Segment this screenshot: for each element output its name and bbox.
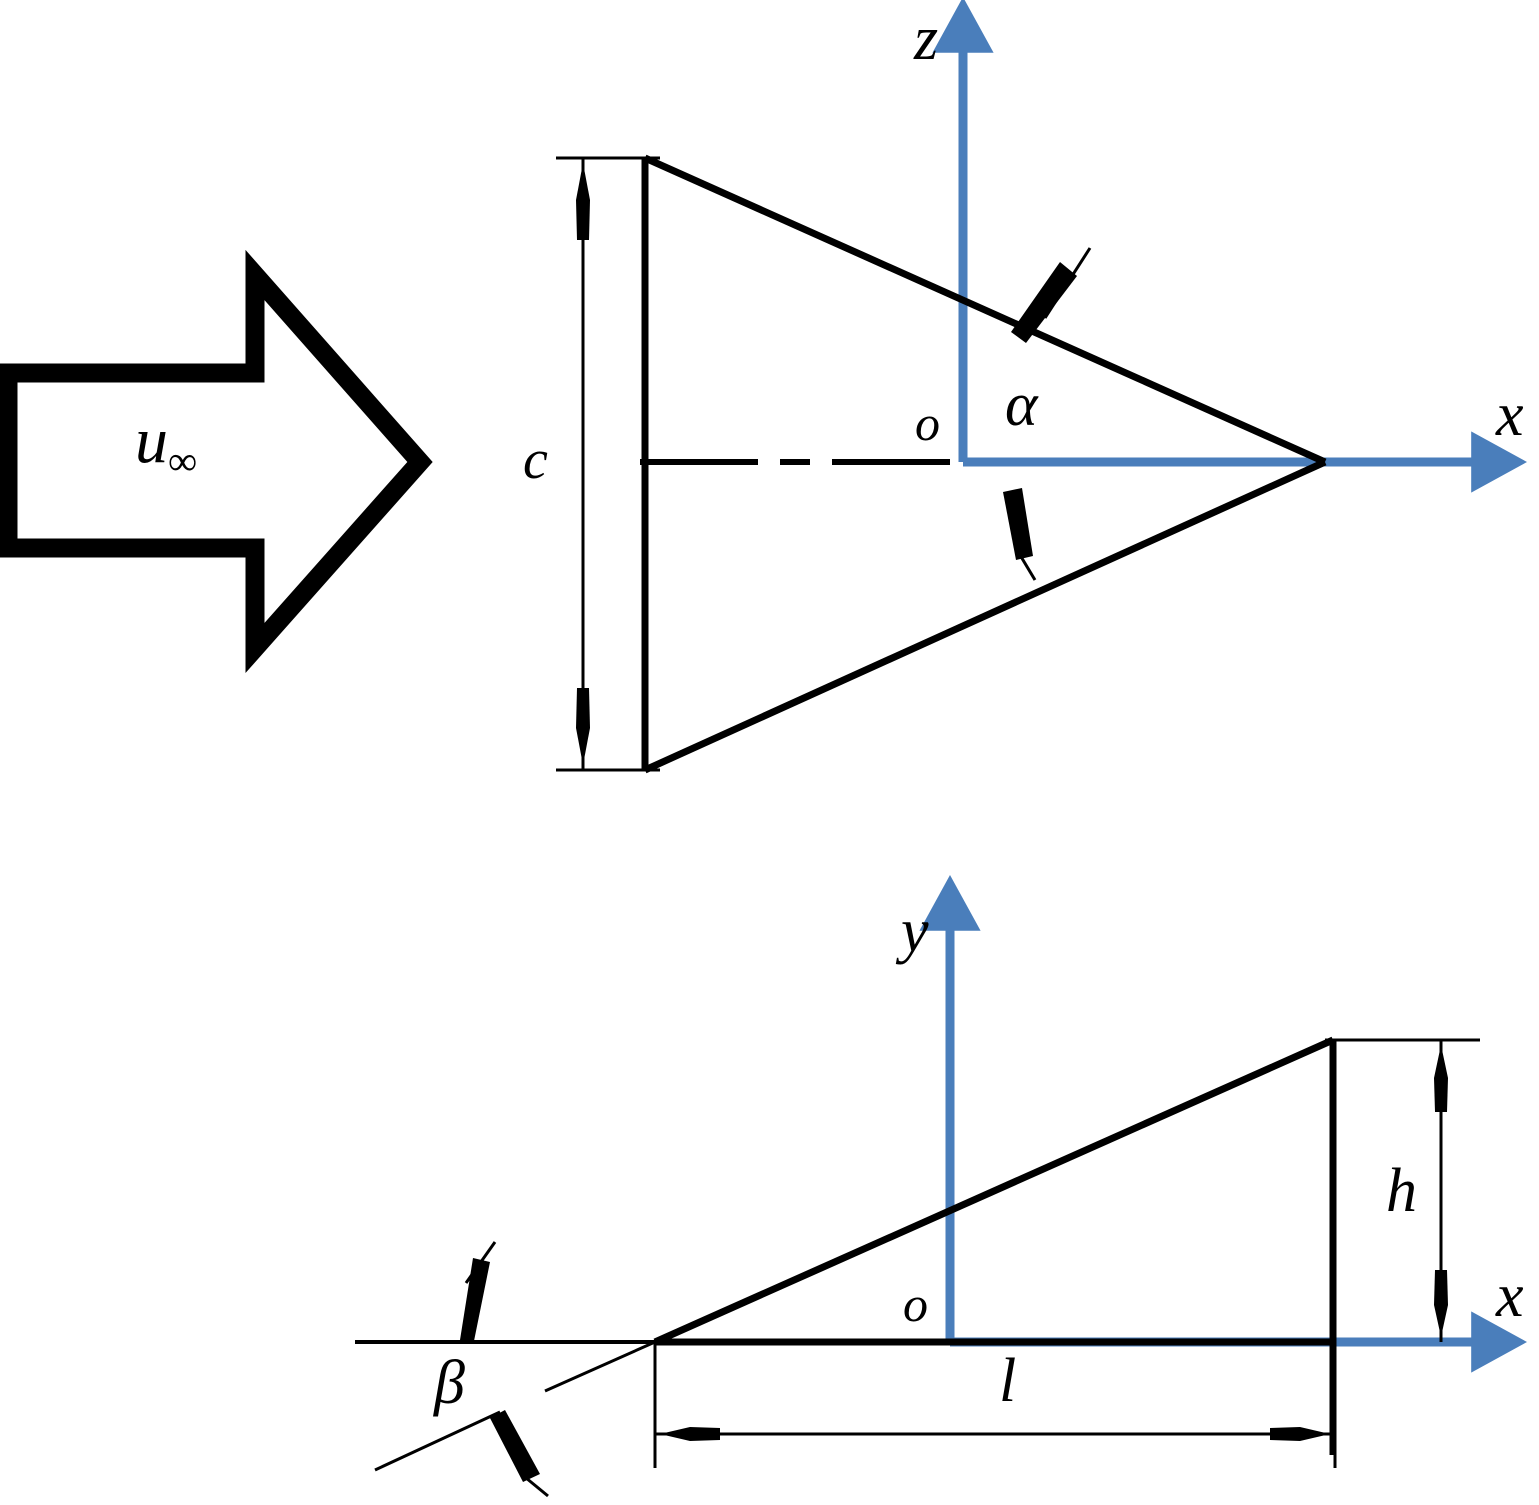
beta-construction-line-2 bbox=[374, 1410, 501, 1472]
x-axis-label-top: x bbox=[1496, 381, 1524, 449]
y-axis-label: y bbox=[901, 897, 929, 965]
height-label: h bbox=[1386, 1157, 1417, 1225]
z-axis-label: z bbox=[914, 5, 939, 73]
chord-label: c bbox=[523, 429, 548, 491]
angle-of-attack-label: α bbox=[1005, 371, 1038, 439]
h-arrowhead-top bbox=[1434, 1045, 1448, 1112]
x-axis-label-bottom: x bbox=[1496, 1262, 1524, 1330]
beta-leader-upper-arrow bbox=[460, 1258, 490, 1341]
h-arrowhead-bottom bbox=[1434, 1270, 1448, 1337]
length-label: l bbox=[999, 1347, 1017, 1415]
leading-edge-upper bbox=[643, 154, 1327, 466]
origin-label-top: o bbox=[915, 395, 940, 451]
chord-arrowhead-bottom bbox=[576, 688, 590, 765]
alpha-leader-lower-arrow bbox=[1003, 488, 1033, 560]
l-arrowhead-right bbox=[1270, 1427, 1330, 1441]
beta-construction-line bbox=[544, 1340, 656, 1393]
top-view-group bbox=[556, 0, 1527, 774]
chord-arrowhead-top bbox=[576, 163, 590, 240]
wedge-upper-surface bbox=[653, 1036, 1335, 1346]
freestream-subscript: ∞ bbox=[168, 438, 198, 484]
side-view-group bbox=[355, 875, 1527, 1498]
freestream-arrow bbox=[0, 249, 433, 674]
alpha-leader-upper-arrow bbox=[1011, 262, 1077, 343]
wedge-angle-label: β bbox=[434, 1349, 465, 1417]
alpha-leader-lower-line bbox=[1018, 554, 1037, 581]
leading-edge-lower bbox=[643, 458, 1327, 774]
origin-label-bottom: o bbox=[903, 1276, 928, 1332]
beta-leader-lower-arrow bbox=[490, 1410, 540, 1482]
freestream-symbol: u bbox=[135, 404, 168, 477]
freestream-label: u∞ bbox=[135, 408, 197, 482]
l-arrowhead-left bbox=[660, 1427, 720, 1441]
